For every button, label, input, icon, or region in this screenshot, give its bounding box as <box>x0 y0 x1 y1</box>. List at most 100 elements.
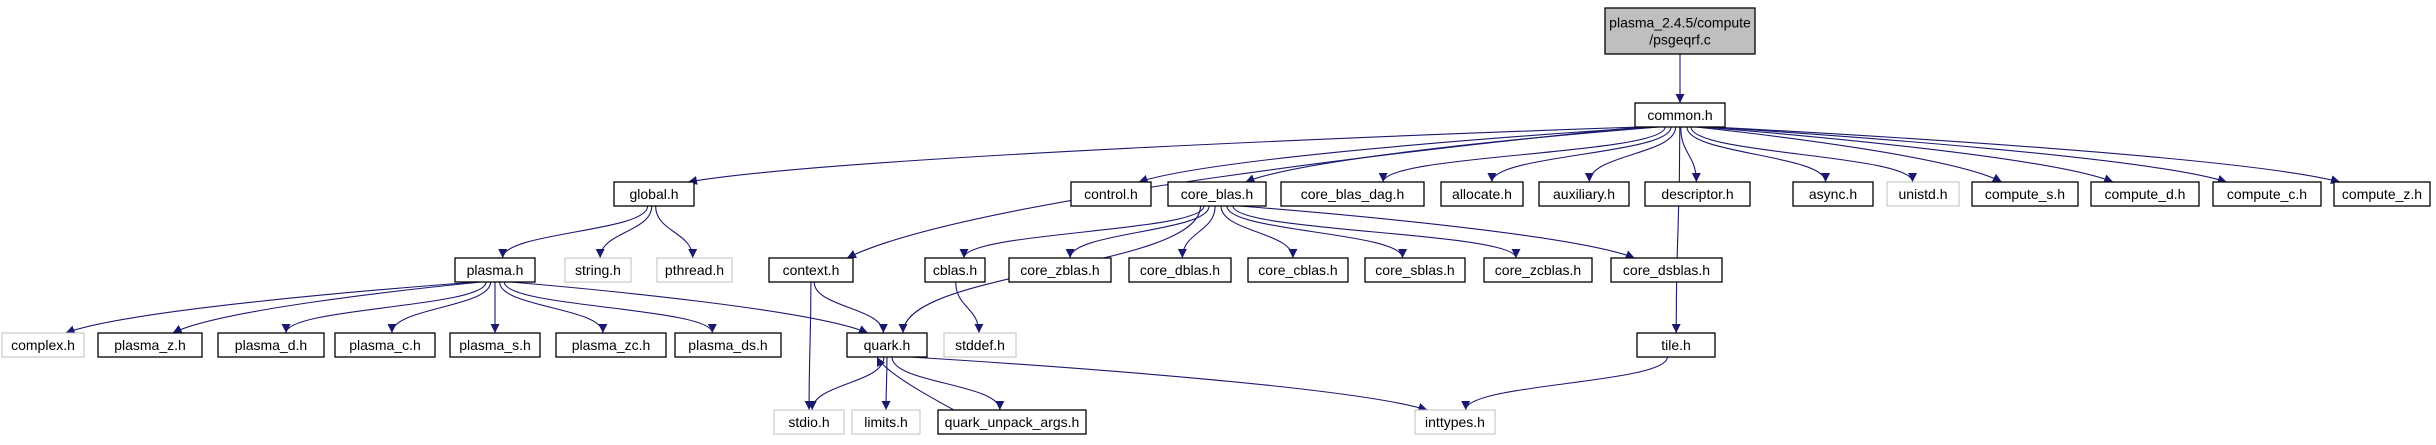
edge-common_h-to-allocate_h <box>1487 126 1672 183</box>
node-label: plasma_zc.h <box>572 337 651 353</box>
node-label: descriptor.h <box>1661 186 1733 202</box>
node-core-dblas-h[interactable]: core_dblas.h <box>1128 257 1232 283</box>
node-control-h[interactable]: control.h <box>1070 181 1152 207</box>
node-quark-h[interactable]: quark.h <box>846 332 928 358</box>
node-compute-d-h[interactable]: compute_d.h <box>2090 181 2200 207</box>
node-core-sblas-h[interactable]: core_sblas.h <box>1364 257 1466 283</box>
edge-plasma_h-to-plasma_d_h <box>281 281 487 334</box>
edge-common_h-to-core_blas_dag_h <box>1378 126 1666 183</box>
node-box <box>937 409 1087 435</box>
node-box <box>1247 257 1349 283</box>
edge-tile_h-to-inttypes_h <box>1461 356 1668 411</box>
edge-common_h-to-control_h <box>1138 126 1655 184</box>
node-box <box>1792 181 1874 207</box>
node-tile-h[interactable]: tile.h <box>1636 332 1716 358</box>
edge-quark_h-to-limits_h <box>881 356 891 411</box>
edge-common_h-to-descriptor_h <box>1680 126 1701 183</box>
node-label: context.h <box>783 262 840 278</box>
node-box <box>1414 409 1496 435</box>
node-box <box>1008 257 1112 283</box>
edge-core_blas_h-to-core_dblas_h <box>1177 205 1216 259</box>
node-string-h: string.h <box>564 257 632 283</box>
nodes-layer: plasma_2.4.5/compute/psgeqrf.c common.h gl… <box>1 7 2431 435</box>
node-compute-s-h[interactable]: compute_s.h <box>1971 181 2079 207</box>
edge-global_h-to-plasma_h <box>498 205 649 259</box>
node-label: quark_unpack_args.h <box>945 414 1080 430</box>
edge-core_blas_h-to-cblas_h <box>959 205 1205 259</box>
node-cblas-h[interactable]: cblas.h <box>924 257 986 283</box>
node-box <box>1070 181 1152 207</box>
node-box <box>555 332 667 358</box>
node-label: plasma_ds.h <box>688 337 767 353</box>
node-plasma-s-h[interactable]: plasma_s.h <box>449 332 541 358</box>
edge-quark_h-to-inttypes_h <box>909 356 1428 412</box>
node-core-dsblas-h[interactable]: core_dsblas.h <box>1610 257 1723 283</box>
node-async-h[interactable]: async.h <box>1792 181 1874 207</box>
node-allocate-h[interactable]: allocate.h <box>1440 181 1524 207</box>
node-box <box>2212 181 2322 207</box>
node-label: plasma_d.h <box>235 337 307 353</box>
node-context-h[interactable]: context.h <box>768 257 854 283</box>
node-box <box>1538 181 1630 207</box>
node-label: core_sblas.h <box>1375 262 1454 278</box>
edge-core_blas_h-to-core_dsblas_h <box>1239 205 1635 259</box>
node-core-blas-dag-h[interactable]: core_blas_dag.h <box>1280 181 1425 207</box>
node-plasma-zc-h[interactable]: plasma_zc.h <box>555 332 667 358</box>
node-box <box>773 409 845 435</box>
node-box <box>1971 181 2079 207</box>
edge-common_h-to-core_blas_h <box>1245 126 1659 183</box>
node-plasma-c-h[interactable]: plasma_c.h <box>334 332 436 358</box>
edge-quark_h-to-quark_unpack_args_h <box>891 356 1005 411</box>
node-compute-c-h[interactable]: compute_c.h <box>2212 181 2322 207</box>
edge-core_blas_h-to-core_cblas_h <box>1220 205 1298 259</box>
node-common-h[interactable]: common.h <box>1634 102 1726 128</box>
node-label: plasma_s.h <box>459 337 531 353</box>
node-unistd-h: unistd.h <box>1886 181 1960 207</box>
node-label: core_dsblas.h <box>1623 262 1710 278</box>
node-label: quark.h <box>864 337 911 353</box>
node-box <box>334 332 436 358</box>
node-plasma-z-h[interactable]: plasma_z.h <box>97 332 203 358</box>
node-global-h[interactable]: global.h <box>613 181 695 207</box>
node-plasma-h[interactable]: plasma.h <box>454 257 536 283</box>
node-core-cblas-h[interactable]: core_cblas.h <box>1247 257 1349 283</box>
node-core-zcblas-h[interactable]: core_zcblas.h <box>1483 257 1593 283</box>
node-compute-z-h[interactable]: compute_z.h <box>2333 181 2431 207</box>
node-box <box>2090 181 2200 207</box>
node-stddef-h: stddef.h <box>943 332 1017 358</box>
node-auxiliary-h[interactable]: auxiliary.h <box>1538 181 1630 207</box>
node-label: unistd.h <box>1898 186 1947 202</box>
node-core-zblas-h[interactable]: core_zblas.h <box>1008 257 1112 283</box>
edge-global_h-to-pthread_h <box>655 205 698 259</box>
node-label: string.h <box>575 262 621 278</box>
node-box <box>1604 7 1756 55</box>
node-plasma-d-h[interactable]: plasma_d.h <box>217 332 325 358</box>
node-box <box>1128 257 1232 283</box>
node-label: plasma_c.h <box>349 337 421 353</box>
edge-plasma_h-to-quark_h <box>510 281 869 334</box>
node-label: plasma.h <box>467 262 524 278</box>
edge-core_blas_h-to-core_sblas_h <box>1226 205 1407 259</box>
node-label: cblas.h <box>933 262 977 278</box>
node-box <box>768 257 854 283</box>
node-label: common.h <box>1647 107 1712 123</box>
edges-layer <box>65 53 2341 435</box>
edge-plasma_h-to-plasma_ds_h <box>503 281 717 334</box>
node-root[interactable]: plasma_2.4.5/compute/psgeqrf.c <box>1604 7 1756 55</box>
node-quark-unpack-args-h[interactable]: quark_unpack_args.h <box>937 409 1087 435</box>
node-label: allocate.h <box>1452 186 1512 202</box>
node-core-blas-h[interactable]: core_blas.h <box>1167 181 1267 207</box>
node-label: global.h <box>629 186 678 202</box>
edge-common_h-to-compute_s_h <box>1695 126 2003 183</box>
node-label: compute_s.h <box>1985 186 2065 202</box>
node-box <box>1610 257 1723 283</box>
edge-common_h-to-async_h <box>1686 126 1831 183</box>
node-box <box>2333 181 2431 207</box>
node-plasma-ds-h[interactable]: plasma_ds.h <box>674 332 782 358</box>
node-box <box>1634 102 1726 128</box>
node-descriptor-h[interactable]: descriptor.h <box>1644 181 1751 207</box>
node-label: auxiliary.h <box>1553 186 1615 202</box>
node-label: compute_d.h <box>2105 186 2186 202</box>
edge-core_blas_h-to-core_zblas_h <box>1065 205 1210 259</box>
node-stdio-h: stdio.h <box>773 409 845 435</box>
